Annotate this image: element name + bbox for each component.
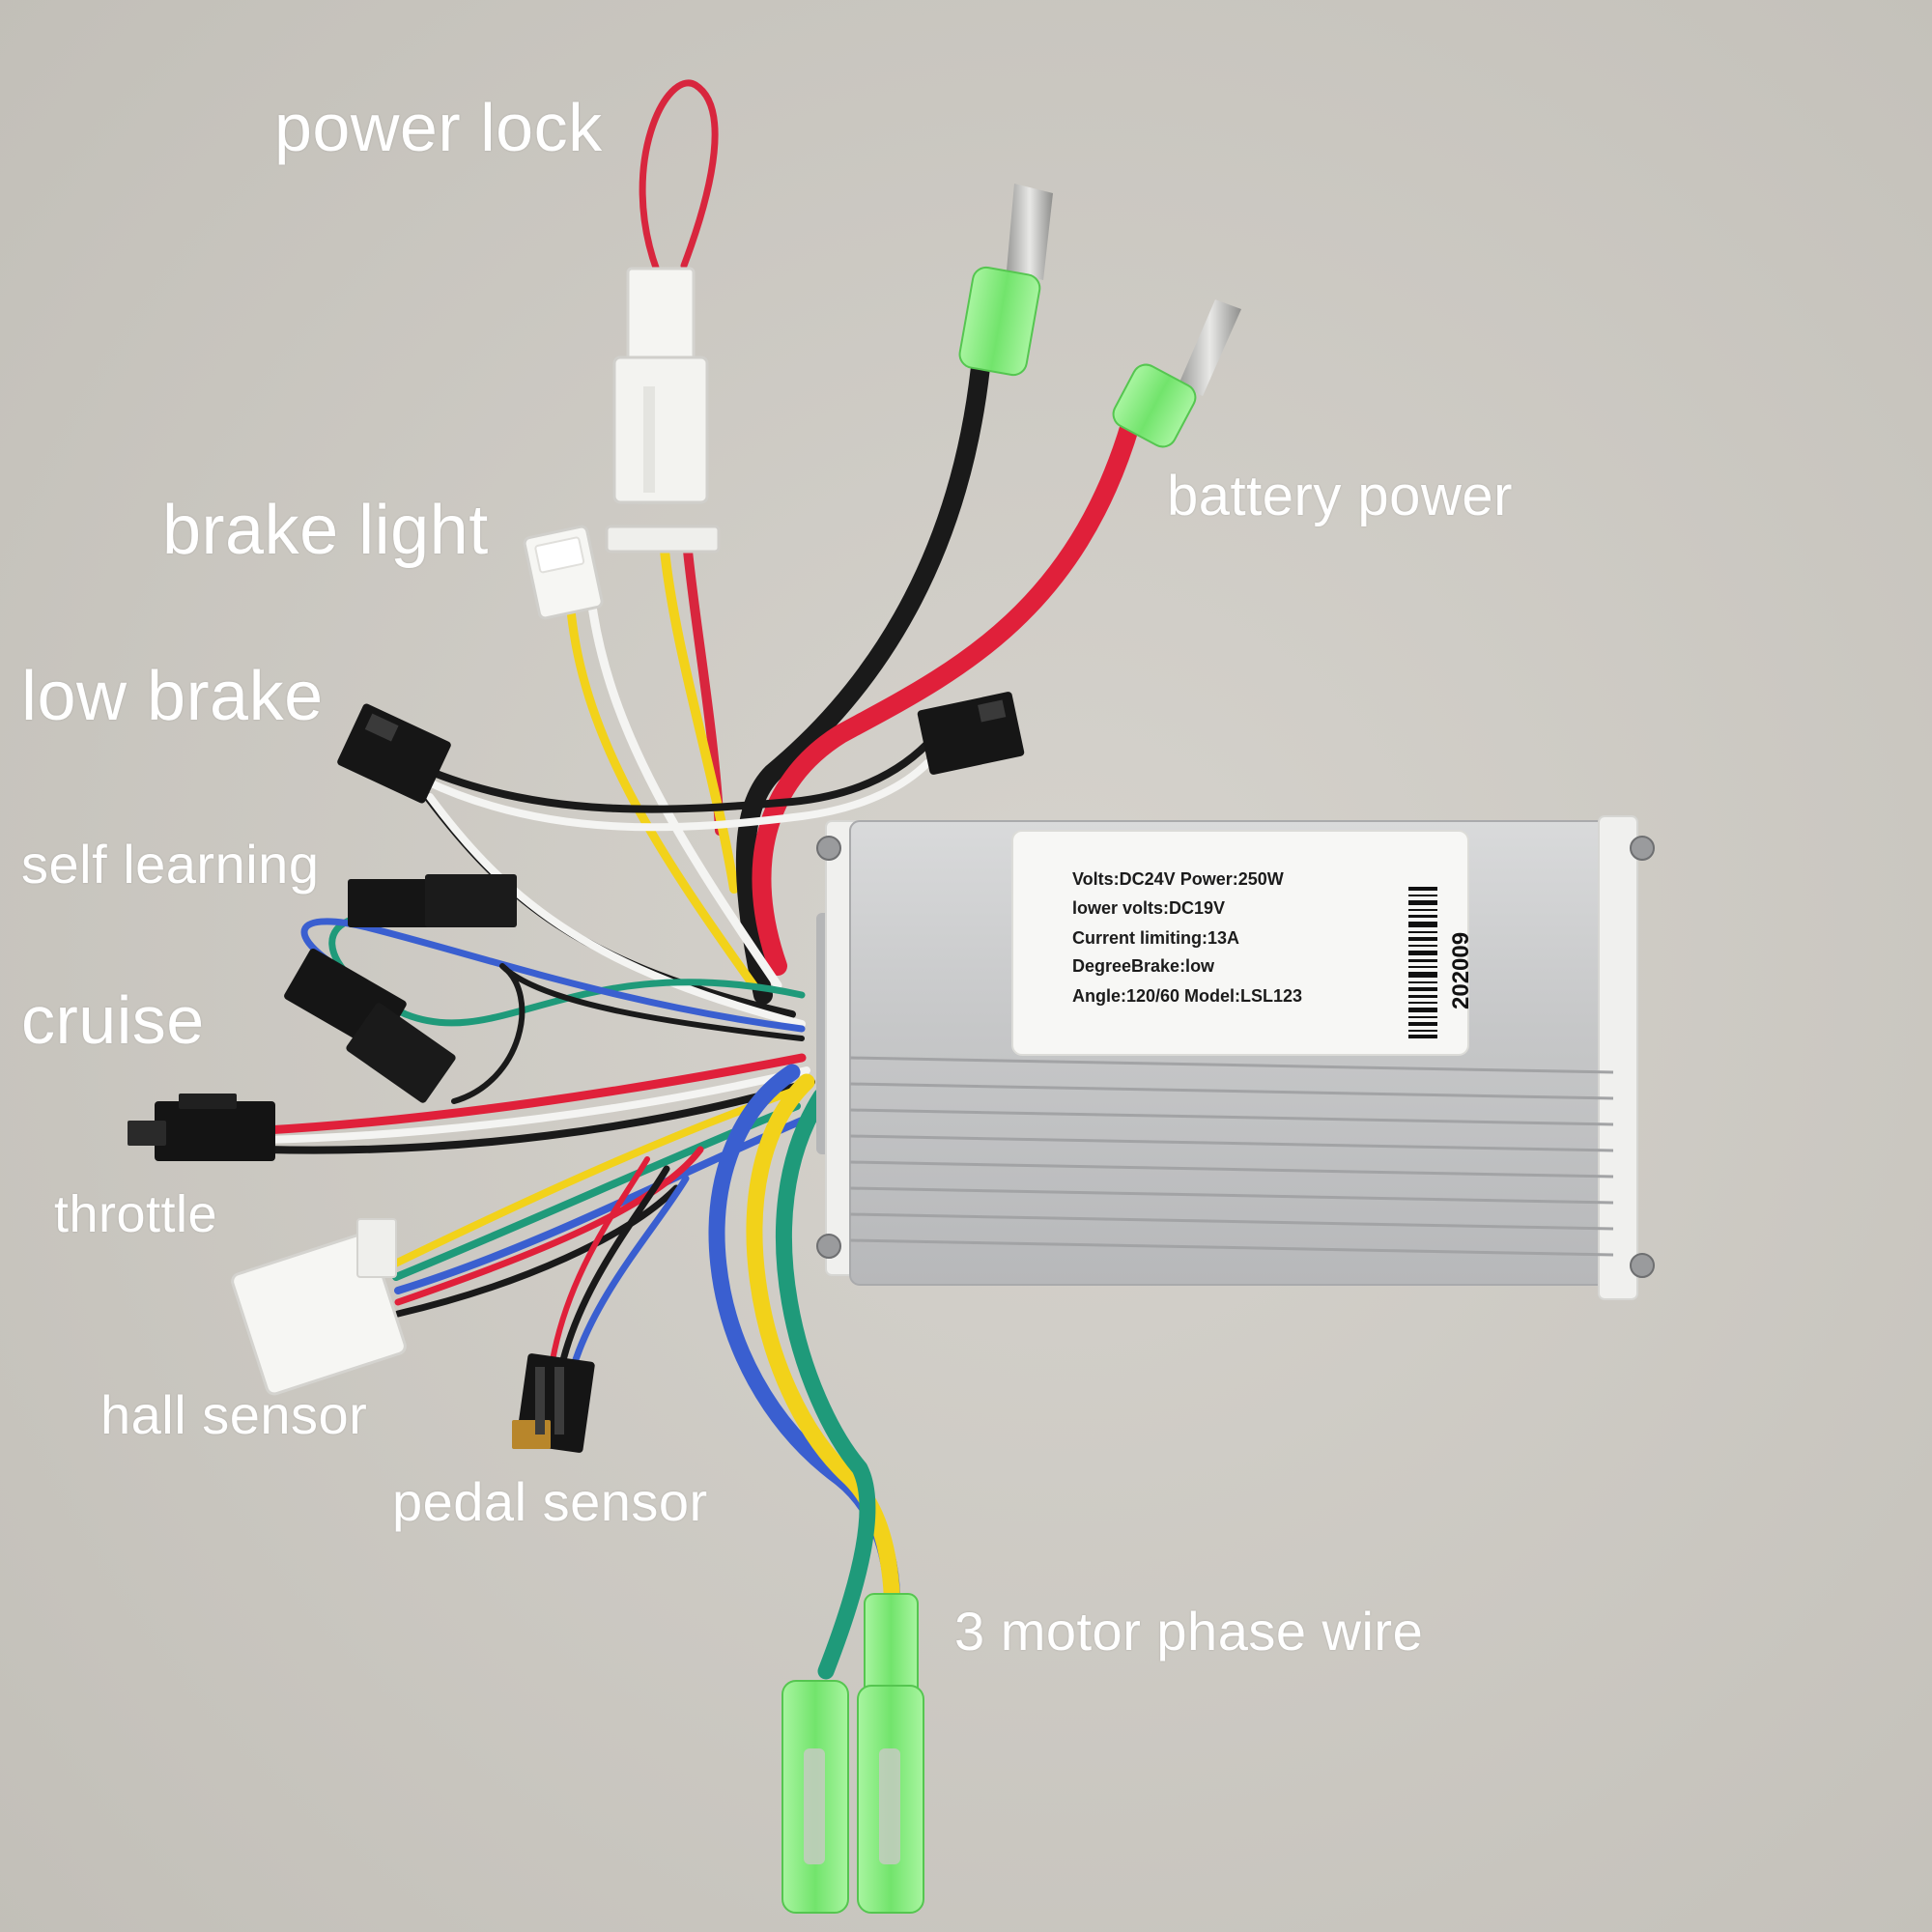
motor-phase-terminals [781,1593,924,1914]
cruise-wire-black [451,963,805,1104]
sticker-serial: 202009 [1448,932,1474,1009]
throttle-connector [128,1094,275,1161]
pedal-wire-black [556,1165,670,1376]
label-motor-phase: 3 motor phase wire [954,1601,1424,1662]
brake-light-connector [523,525,604,620]
phase-wire-green [775,1088,876,1680]
pedal-wire-blue [568,1175,690,1376]
label-self-learning: self learning [21,834,320,895]
battery-black-wire [735,357,990,1005]
battery-red-wire [752,415,1140,976]
sticker-line-2: lower volts:DC19V [1072,898,1225,918]
throttle-wire-black [262,1078,815,1154]
label-battery-power: battery power [1167,465,1513,527]
self-learning-connectors [348,874,517,927]
power-lock-wire-yellow [660,546,739,894]
label-brake-light: brake light [162,492,489,569]
label-hall-sensor: hall sensor [100,1384,368,1445]
label-power-lock: power lock [274,90,603,165]
low-brake-connector-right [917,692,1025,775]
heatsink-fins [849,1056,1614,1257]
throttle-wire-white [262,1066,810,1144]
barcode [1408,887,1437,1038]
brake-light-wire-white [586,594,782,990]
label-low-brake: low brake [21,658,324,735]
throttle-wire-red [261,1053,807,1135]
hall-wire-black [394,1184,680,1318]
sticker-line-4: DegreeBrake:low [1072,956,1215,976]
battery-positive-terminal [1112,299,1241,448]
low-brake-connector-left [337,703,451,804]
low-brake-wire-white-2 [426,793,806,1028]
sticker-line-1: Volts:DC24V Power:250W [1072,869,1284,889]
sticker-line-3: Current limiting:13A [1072,928,1239,948]
wire-bundle [261,79,1140,1709]
low-brake-wire-black [412,740,931,813]
low-brake-wire-white [421,759,931,832]
label-throttle: throttle [54,1185,218,1243]
cruise-wire-blue [300,918,806,1033]
battery-negative-terminal [958,184,1053,377]
sticker-line-5: Angle:120/60 Model:LSL123 [1072,986,1302,1006]
power-lock-wire-loop [639,79,719,274]
pedal-sensor-connector [512,1353,595,1453]
hall-wire-yellow [387,1088,796,1269]
cruise-connector [284,948,456,1103]
self-learning-wire-green [328,911,806,1027]
spec-sticker [1011,830,1469,1056]
hall-wire-red [394,1146,704,1306]
power-lock-connector [605,267,721,554]
controller-case: Volts:DC24V Power:250W lower volts:DC19V… [816,815,1655,1300]
hall-wire-blue [394,1117,806,1294]
pedal-wire-red [548,1156,650,1375]
label-cruise: cruise [21,982,205,1058]
hall-sensor-connector [231,1218,407,1396]
label-pedal-sensor: pedal sensor [392,1471,708,1532]
brake-light-wire-yellow [565,594,758,990]
